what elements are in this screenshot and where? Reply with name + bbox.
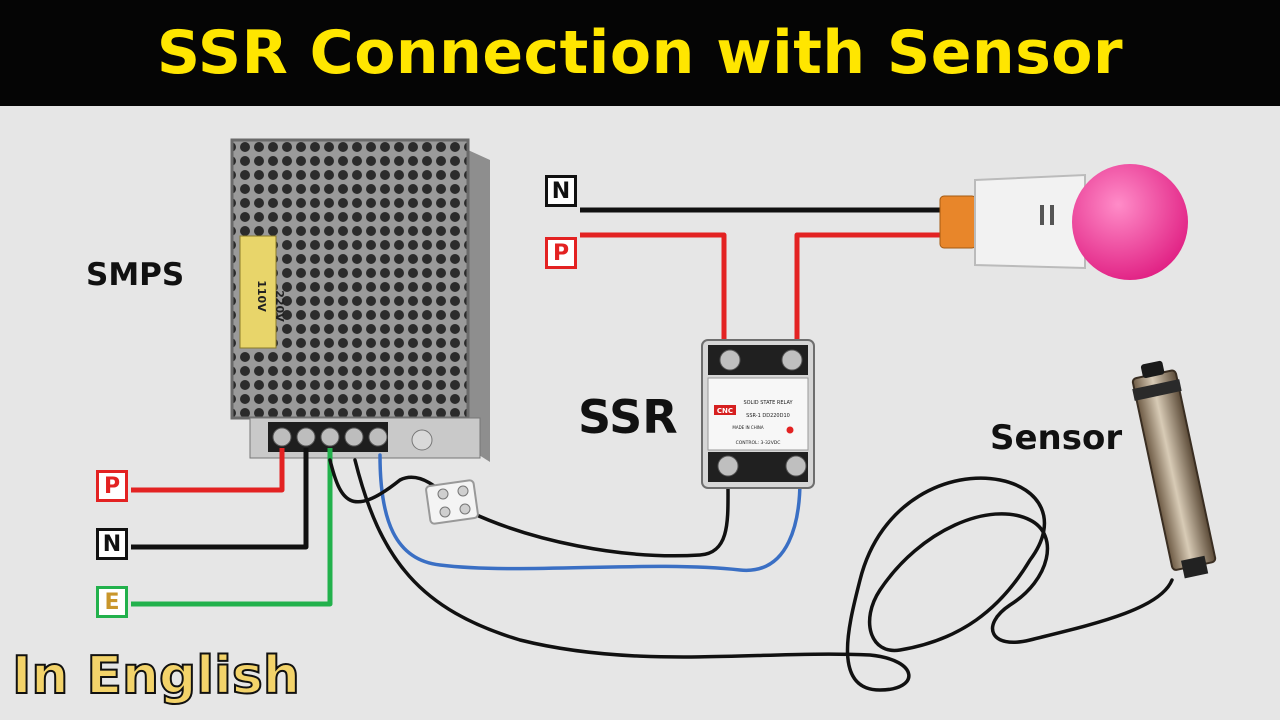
wire-connector-to-ssr	[468, 483, 730, 558]
tag-left-phase: P	[96, 470, 128, 502]
ssr-terminal-screw	[719, 349, 741, 371]
ssr-led	[786, 426, 794, 434]
smps-label: SMPS	[86, 257, 185, 293]
smps-side-panel	[468, 150, 490, 462]
smps-terminal-screw	[344, 427, 364, 447]
ssr-origin-text: MADE IN CHINA	[732, 425, 763, 430]
wire-sensor-cable	[353, 458, 1174, 692]
smps-adjust-pot	[411, 429, 433, 451]
ssr-brand: CNC	[717, 407, 733, 415]
sensor-body	[1131, 369, 1217, 571]
bulb-glass	[1072, 164, 1188, 280]
bulb-holder-slot	[1050, 205, 1054, 225]
wire-connector	[425, 479, 479, 525]
sensor-nut	[1132, 379, 1182, 401]
wire-left-phase	[131, 448, 285, 493]
tag-left-earth: E	[96, 586, 128, 618]
bulb-holder-slot	[1040, 205, 1044, 225]
ssr-label: SSR	[578, 390, 678, 444]
language-label: In English	[11, 645, 301, 707]
proximity-sensor	[1131, 360, 1217, 579]
ssr-model-text: SSR-1 DD220D10	[746, 413, 790, 419]
wire-top-phase	[580, 232, 727, 345]
page-title: SSR Connection with Sensor	[156, 18, 1124, 88]
sensor-cable-gland	[1180, 555, 1209, 579]
bulb-holder	[974, 173, 1086, 270]
ssr-terminal-screw	[785, 455, 807, 477]
smps-rating-a: 110V	[255, 280, 268, 312]
wire-left-neutral	[131, 448, 309, 550]
smps-rating-b: 220V	[273, 290, 286, 322]
tag-top-neutral: N	[545, 175, 577, 207]
tag-top-phase: P	[545, 237, 577, 269]
bulb-lamp	[939, 164, 1188, 280]
ssr-control-text: CONTROL: 3-32VDC	[736, 440, 781, 446]
wire-signal-blue	[378, 453, 802, 572]
ssr-terminal-screw	[781, 349, 803, 371]
smps-terminal-screw	[272, 427, 292, 447]
sensor-face	[1140, 360, 1165, 379]
wire-ssr-to-bulb	[794, 232, 950, 345]
smps-rating-sticker	[239, 235, 277, 349]
ssr-brand-badge	[714, 405, 736, 415]
ssr-device: CNC SOLID STATE RELAY SSR-1 DD220D10 MAD…	[701, 339, 815, 489]
bulb-holder-terminal	[939, 195, 977, 249]
sensor-label: Sensor	[990, 418, 1123, 458]
tag-left-neutral: N	[96, 528, 128, 560]
smps-terminal-screw	[368, 427, 388, 447]
wire-left-earth	[131, 448, 333, 607]
title-bar: SSR Connection with Sensor	[0, 0, 1280, 106]
ssr-type-text: SOLID STATE RELAY	[743, 400, 793, 406]
smps-terminal-screw	[320, 427, 340, 447]
smps-device: 110V 220V	[230, 138, 490, 462]
smps-terminal-screw	[296, 427, 316, 447]
ssr-terminal-screw	[717, 455, 739, 477]
